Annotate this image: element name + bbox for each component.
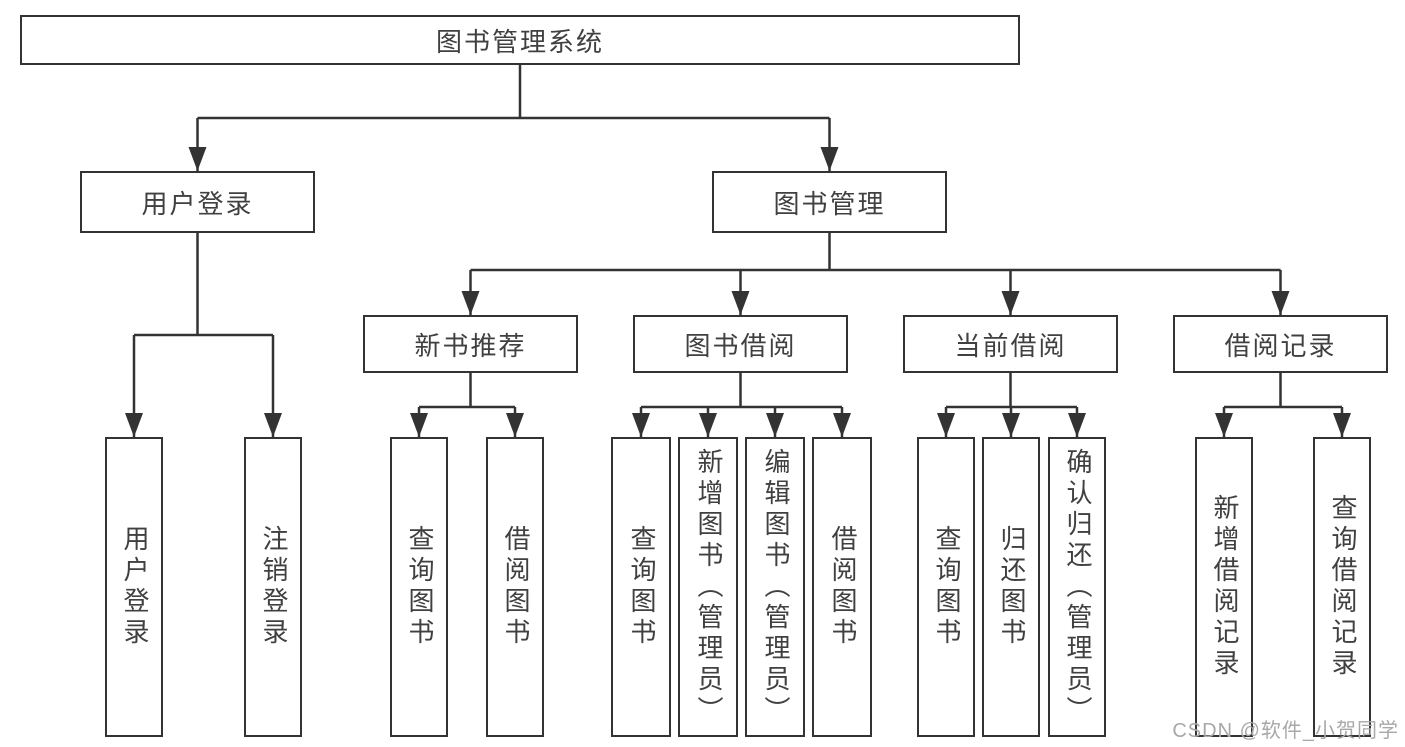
leaf-confirm-return-admin: 确认归还（管理员） [1048,437,1106,737]
connector-root-split [197,65,830,120]
node-library-system: 图书管理系统 [20,15,1020,65]
leaf-label: 归还图书 [996,525,1027,649]
leaf-label: 查询借阅记录 [1327,494,1358,680]
connector-book-borrowing-split [641,373,842,409]
connector-book-management-split [470,233,1281,272]
leaf-query-books-borrowing: 查询图书 [611,437,671,737]
leaf-label: 新增图书（管理员） [693,447,724,727]
leaf-label: 确认归还（管理员） [1062,447,1093,727]
leaf-label: 查询图书 [626,525,657,649]
leaf-label: 编辑图书（管理员） [760,447,791,727]
node-borrowing-records: 借阅记录 [1173,315,1388,373]
leaf-label: 查询图书 [404,525,435,649]
leaf-query-books-recommend: 查询图书 [390,437,448,737]
leaf-label: 新增借阅记录 [1209,494,1240,680]
leaf-edit-books-admin: 编辑图书（管理员） [745,437,805,737]
node-book-borrowing: 图书借阅 [633,315,848,373]
leaf-add-books-admin: 新增图书（管理员） [678,437,738,737]
leaf-label: 借阅图书 [827,525,858,649]
leaf-query-borrow-record: 查询借阅记录 [1313,437,1371,737]
node-current-borrowing: 当前借阅 [903,315,1118,373]
leaf-add-borrow-record: 新增借阅记录 [1195,437,1253,737]
leaf-query-books-current: 查询图书 [917,437,975,737]
node-user-login: 用户登录 [80,171,315,233]
leaf-label: 查询图书 [931,525,962,649]
connector-current-borrowing-split [946,373,1077,409]
leaf-borrow-books-borrowing: 借阅图书 [812,437,872,737]
leaf-label: 注销登录 [258,525,289,649]
leaf-label: 用户登录 [119,525,150,649]
leaf-user-login: 用户登录 [105,437,163,737]
leaf-borrow-books-recommend: 借阅图书 [486,437,544,737]
connector-user-login-split [134,233,273,337]
connector-new-book-split [419,373,515,409]
leaf-label: 借阅图书 [500,525,531,649]
node-book-management: 图书管理 [712,171,947,233]
connector-borrowing-records-split [1224,373,1342,409]
csdn-watermark: CSDN @软件_小贺同学 [1172,720,1399,742]
node-new-book-recommend: 新书推荐 [363,315,578,373]
leaf-return-books: 归还图书 [982,437,1040,737]
leaf-logout: 注销登录 [244,437,302,737]
